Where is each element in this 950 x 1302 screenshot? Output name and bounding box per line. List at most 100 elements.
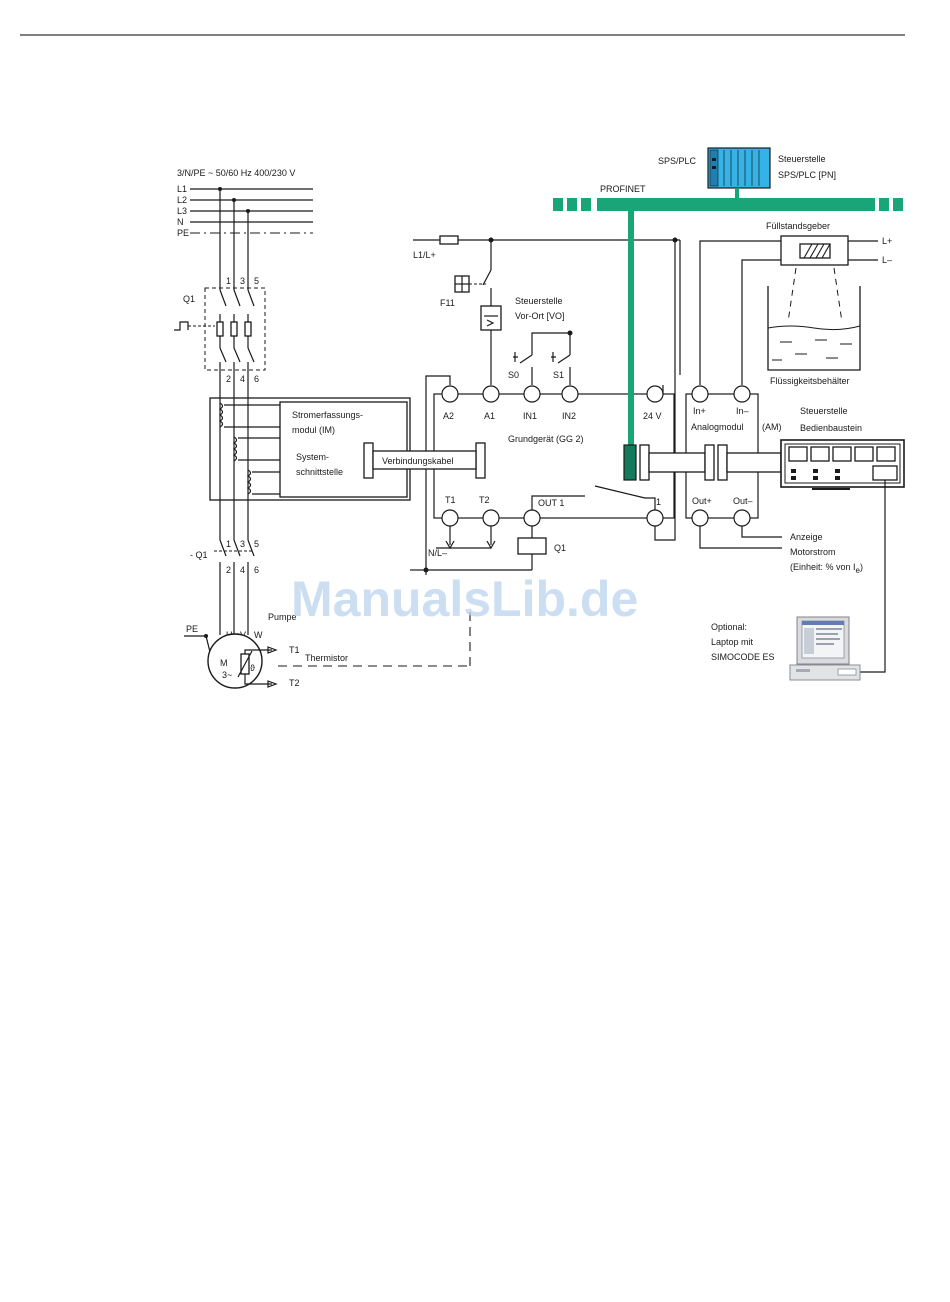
system-interface-2: schnittstelle — [296, 467, 343, 477]
contactor-terminal-2: 2 — [226, 565, 231, 575]
display-line1: Anzeige — [790, 532, 823, 542]
terminal-t2 — [482, 509, 500, 527]
breaker-terminal-6: 6 — [254, 374, 259, 384]
local-station-2: Vor-Ort [VO] — [515, 311, 565, 321]
sensor-lminus: L– — [882, 255, 892, 265]
contactor-terminal-5: 5 — [254, 539, 259, 549]
control-supply-label: L1/L+ — [413, 250, 436, 260]
breaker-label: Q1 — [183, 294, 195, 304]
motor-m: M — [220, 658, 228, 668]
line-label-l1: L1 — [177, 184, 187, 194]
watermark: ManualsLib.de — [291, 571, 638, 627]
terminal-1 — [646, 509, 664, 527]
out-plus-label: Out+ — [692, 496, 712, 506]
system-interface-chain — [623, 444, 782, 481]
terminal-a2 — [441, 385, 459, 403]
plc-area: SPS/PLC Steuerstelle SPS/PLC [PN] PROFIN… — [553, 147, 903, 445]
breaker-box — [204, 287, 266, 371]
motor-type: 3~ — [222, 670, 232, 680]
overload-relay-icon — [480, 305, 502, 331]
terminal-t1 — [441, 509, 459, 527]
breaker-terminal-3: 3 — [240, 276, 245, 286]
profinet-bus-seg1 — [553, 198, 563, 211]
neutral-label: N/L– — [428, 548, 447, 558]
motor-symbol — [207, 633, 263, 689]
breaker-terminal-4: 4 — [240, 374, 245, 384]
local-station-1: Steuerstelle — [515, 296, 563, 306]
terminal-24v-label: 24 V — [643, 411, 662, 421]
breaker-terminal-5: 5 — [254, 276, 259, 286]
profinet-drop — [628, 211, 634, 445]
out-minus-label: Out– — [733, 496, 753, 506]
connection-cable — [372, 450, 477, 470]
contactor-terminal-3: 3 — [240, 539, 245, 549]
current-module-inner — [279, 401, 408, 498]
laptop-line1: Optional: — [711, 622, 747, 632]
computer-icon — [789, 616, 861, 681]
current-module-name-2: modul (IM) — [292, 425, 335, 435]
breaker-terminal-2: 2 — [226, 374, 231, 384]
in-plus-label: In+ — [693, 406, 706, 416]
basic-unit-name: Grundgerät (GG 2) — [508, 434, 584, 444]
pe-label: PE — [186, 624, 198, 634]
button-s0: S0 — [508, 370, 519, 380]
plc-icon — [707, 147, 771, 189]
motor-t1: T1 — [289, 645, 300, 655]
pump-label: Pumpe — [268, 612, 297, 622]
plc-bus-stub — [735, 188, 739, 199]
plc-station-1: Steuerstelle — [778, 154, 826, 164]
profinet-bus-main — [597, 198, 875, 211]
profinet-bus-seg5 — [893, 198, 903, 211]
coil-q1 — [517, 537, 547, 555]
terminal-out1 — [523, 509, 541, 527]
main-circuit: Q1 1 3 5 2 4 6 Stromerfassungs- modul (I… — [174, 189, 471, 689]
contactor-terminal-6: 6 — [254, 565, 259, 575]
panel-station-2: Bedienbaustein — [800, 423, 862, 433]
contactor-terminal-4: 4 — [240, 565, 245, 575]
contactor-terminal-1: 1 — [226, 539, 231, 549]
line-label-n: N — [177, 217, 184, 227]
contactor-label: - Q1 — [190, 550, 208, 560]
current-module-name-1: Stromerfassungs- — [292, 410, 363, 420]
fuse-label: F11 — [440, 298, 455, 308]
operator-panel: Steuerstelle Bedienbaustein — [780, 406, 905, 673]
laptop-line2: Laptop mit — [711, 637, 754, 647]
terminal-t1-label: T1 — [445, 495, 456, 505]
panel-station-1: Steuerstelle — [800, 406, 848, 416]
tank-label: Flüssigkeitsbehälter — [770, 376, 850, 386]
laptop-line3: SIMOCODE ES — [711, 652, 775, 662]
display-line3: (Einheit: % von Ie) — [790, 562, 863, 575]
cable-connector-left — [363, 442, 374, 479]
laptop-area: Optional: Laptop mit SIMOCODE ES — [711, 616, 861, 681]
sensor-lplus: L+ — [882, 236, 892, 246]
terminal-t2-label: T2 — [479, 495, 490, 505]
system-interface-1: System- — [296, 452, 329, 462]
profinet-bus-seg3 — [581, 198, 591, 211]
terminal-out-plus — [691, 509, 709, 527]
terminal-in-plus — [691, 385, 709, 403]
level-sensor-name: Füllstandsgeber — [766, 221, 830, 231]
terminal-out-minus — [733, 509, 751, 527]
terminal-1-label: 1 — [656, 497, 661, 507]
in-minus-label: In– — [736, 406, 749, 416]
motor-t2: T2 — [289, 678, 300, 688]
profinet-bus-seg2 — [567, 198, 577, 211]
line-label-pe: PE — [177, 228, 189, 238]
button-s1: S1 — [553, 370, 564, 380]
plc-station-2: SPS/PLC [PN] — [778, 170, 836, 180]
terminal-in2-label: IN2 — [562, 411, 576, 421]
level-sensor-area: Füllstandsgeber L+ L– Flüssigkeitsbehält… — [699, 221, 892, 386]
plc-label: SPS/PLC — [658, 156, 697, 166]
terminal-in1 — [523, 385, 541, 403]
terminal-in2 — [561, 385, 579, 403]
terminal-in1-label: IN1 — [523, 411, 537, 421]
display-note: Anzeige Motorstrom (Einheit: % von Ie) — [790, 532, 863, 575]
terminal-a1-label: A1 — [484, 411, 495, 421]
coupler-green — [623, 444, 637, 481]
coil-label: Q1 — [554, 543, 566, 553]
profinet-bus-seg4 — [879, 198, 889, 211]
profinet-label: PROFINET — [600, 184, 646, 194]
supply-lines: 3/N/PE ~ 50/60 Hz 400/230 V L1 L2 L3 N P… — [177, 168, 313, 238]
terminal-a2-label: A2 — [443, 411, 454, 421]
